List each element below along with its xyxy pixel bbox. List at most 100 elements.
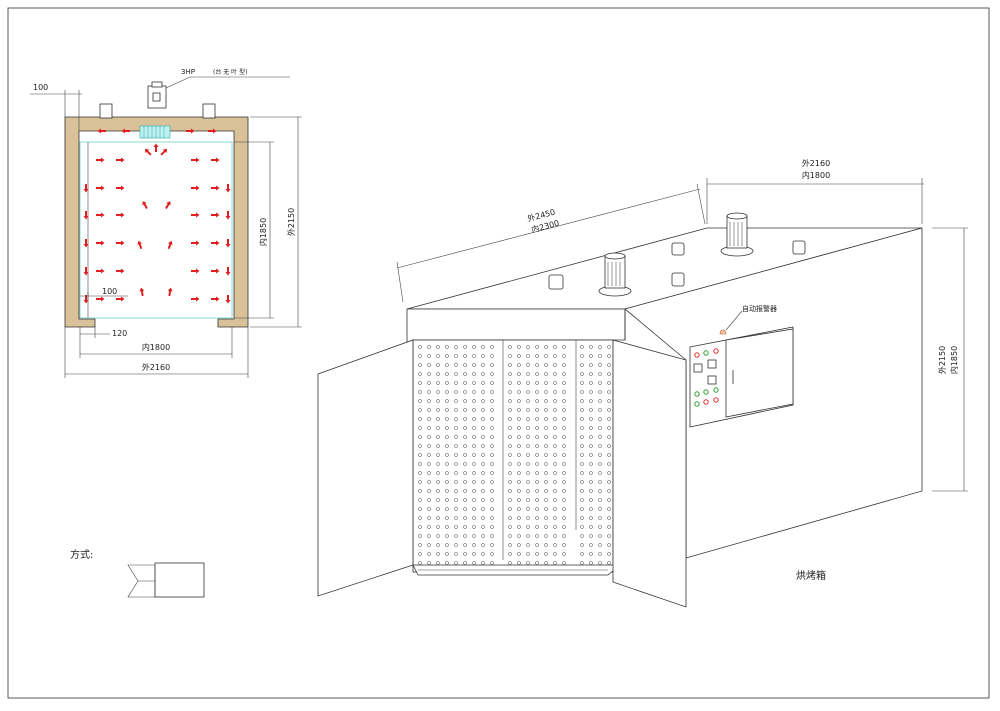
perforation-hole — [427, 498, 431, 502]
perforation-hole — [598, 462, 602, 466]
perforation-hole — [427, 552, 431, 556]
perforation-hole — [562, 516, 566, 520]
perforation-hole — [544, 426, 548, 430]
perforation-hole — [463, 354, 467, 358]
perforation-hole — [463, 408, 467, 412]
perforation-hole — [589, 534, 593, 538]
perforation-hole — [589, 552, 593, 556]
iso-view: 自动报警器 外2450 内2300 外2160 内1800 外2150 内185… — [317, 158, 968, 608]
perforation-hole — [427, 489, 431, 493]
perforation-hole — [445, 408, 449, 412]
perforation-hole — [427, 345, 431, 349]
perforation-hole — [607, 543, 611, 547]
perforation-hole — [445, 480, 449, 484]
perforation-hole — [463, 516, 467, 520]
perforation-hole — [454, 480, 458, 484]
perforation-hole — [436, 480, 440, 484]
perforation-hole — [508, 507, 512, 511]
perforation-hole — [562, 354, 566, 358]
dim-inner-width: 内1800 — [142, 342, 170, 352]
airflow-arrow — [191, 185, 200, 191]
indicator-light — [694, 391, 700, 397]
perforation-hole — [526, 345, 530, 349]
perforation-hole — [445, 471, 449, 475]
perforation-hole — [472, 399, 476, 403]
perforation-holes — [418, 345, 611, 565]
perforation-hole — [454, 354, 458, 358]
left-door[interactable] — [317, 339, 414, 597]
right-door[interactable] — [612, 339, 687, 608]
perforation-hole — [508, 480, 512, 484]
perforation-hole — [463, 489, 467, 493]
perforation-hole — [454, 534, 458, 538]
airflow-arrow — [96, 240, 105, 246]
perforation-hole — [517, 498, 521, 502]
perforation-hole — [544, 444, 548, 448]
perforation-hole — [418, 534, 422, 538]
perforation-hole — [553, 381, 557, 385]
dim-outer-width: 外2160 — [142, 362, 170, 372]
perforation-hole — [436, 381, 440, 385]
perforation-hole — [481, 408, 485, 412]
perforation-hole — [481, 543, 485, 547]
perforation-hole — [607, 516, 611, 520]
perforation-hole — [436, 426, 440, 430]
perforation-hole — [508, 498, 512, 502]
perforation-hole — [427, 399, 431, 403]
perforation-hole — [580, 552, 584, 556]
perforation-hole — [607, 417, 611, 421]
perforation-hole — [418, 453, 422, 457]
dim-width-outer: 外2160 — [802, 158, 830, 168]
perforation-hole — [535, 399, 539, 403]
perforation-hole — [463, 480, 467, 484]
legend-symbol-flap — [127, 564, 156, 598]
perforation-hole — [517, 462, 521, 466]
perforation-hole — [418, 543, 422, 547]
perforation-hole — [598, 525, 602, 529]
perforation-hole — [535, 444, 539, 448]
perforation-hole — [562, 453, 566, 457]
perforation-hole — [490, 453, 494, 457]
perforation-hole — [418, 444, 422, 448]
perforation-hole — [580, 471, 584, 475]
perforation-hole — [598, 354, 602, 358]
perforation-hole — [589, 516, 593, 520]
perforation-hole — [454, 435, 458, 439]
perforation-hole — [607, 444, 611, 448]
airflow-arrow — [191, 240, 200, 246]
perforation-hole — [607, 534, 611, 538]
motor-cap — [151, 81, 163, 88]
perforation-hole — [598, 408, 602, 412]
airflow-arrow — [116, 185, 125, 191]
perforation-hole — [589, 480, 593, 484]
perforation-hole — [472, 498, 476, 502]
perforation-hole — [481, 390, 485, 394]
perforation-hole — [418, 345, 422, 349]
perforation-hole — [472, 417, 476, 421]
perforation-hole — [517, 408, 521, 412]
perforation-hole — [472, 453, 476, 457]
perforation-hole — [445, 372, 449, 376]
airflow-arrow — [96, 157, 105, 163]
perforation-hole — [535, 345, 539, 349]
motor-box — [152, 92, 161, 102]
perforation-hole — [472, 426, 476, 430]
perforation-hole — [472, 480, 476, 484]
perforation-hole — [418, 552, 422, 556]
indicator-light — [703, 350, 709, 356]
perforation-hole — [454, 552, 458, 556]
perforation-hole — [544, 354, 548, 358]
perforation-hole — [535, 480, 539, 484]
perforation-hole — [418, 435, 422, 439]
perforation-hole — [589, 426, 593, 430]
perforation-hole — [580, 453, 584, 457]
perforation-hole — [526, 444, 530, 448]
control-cabinet-door[interactable] — [725, 328, 794, 418]
perforation-hole — [562, 525, 566, 529]
perforated-panel — [412, 339, 614, 573]
perforation-hole — [472, 354, 476, 358]
perforation-hole — [580, 354, 584, 358]
perforation-hole — [454, 408, 458, 412]
perforation-hole — [562, 399, 566, 403]
